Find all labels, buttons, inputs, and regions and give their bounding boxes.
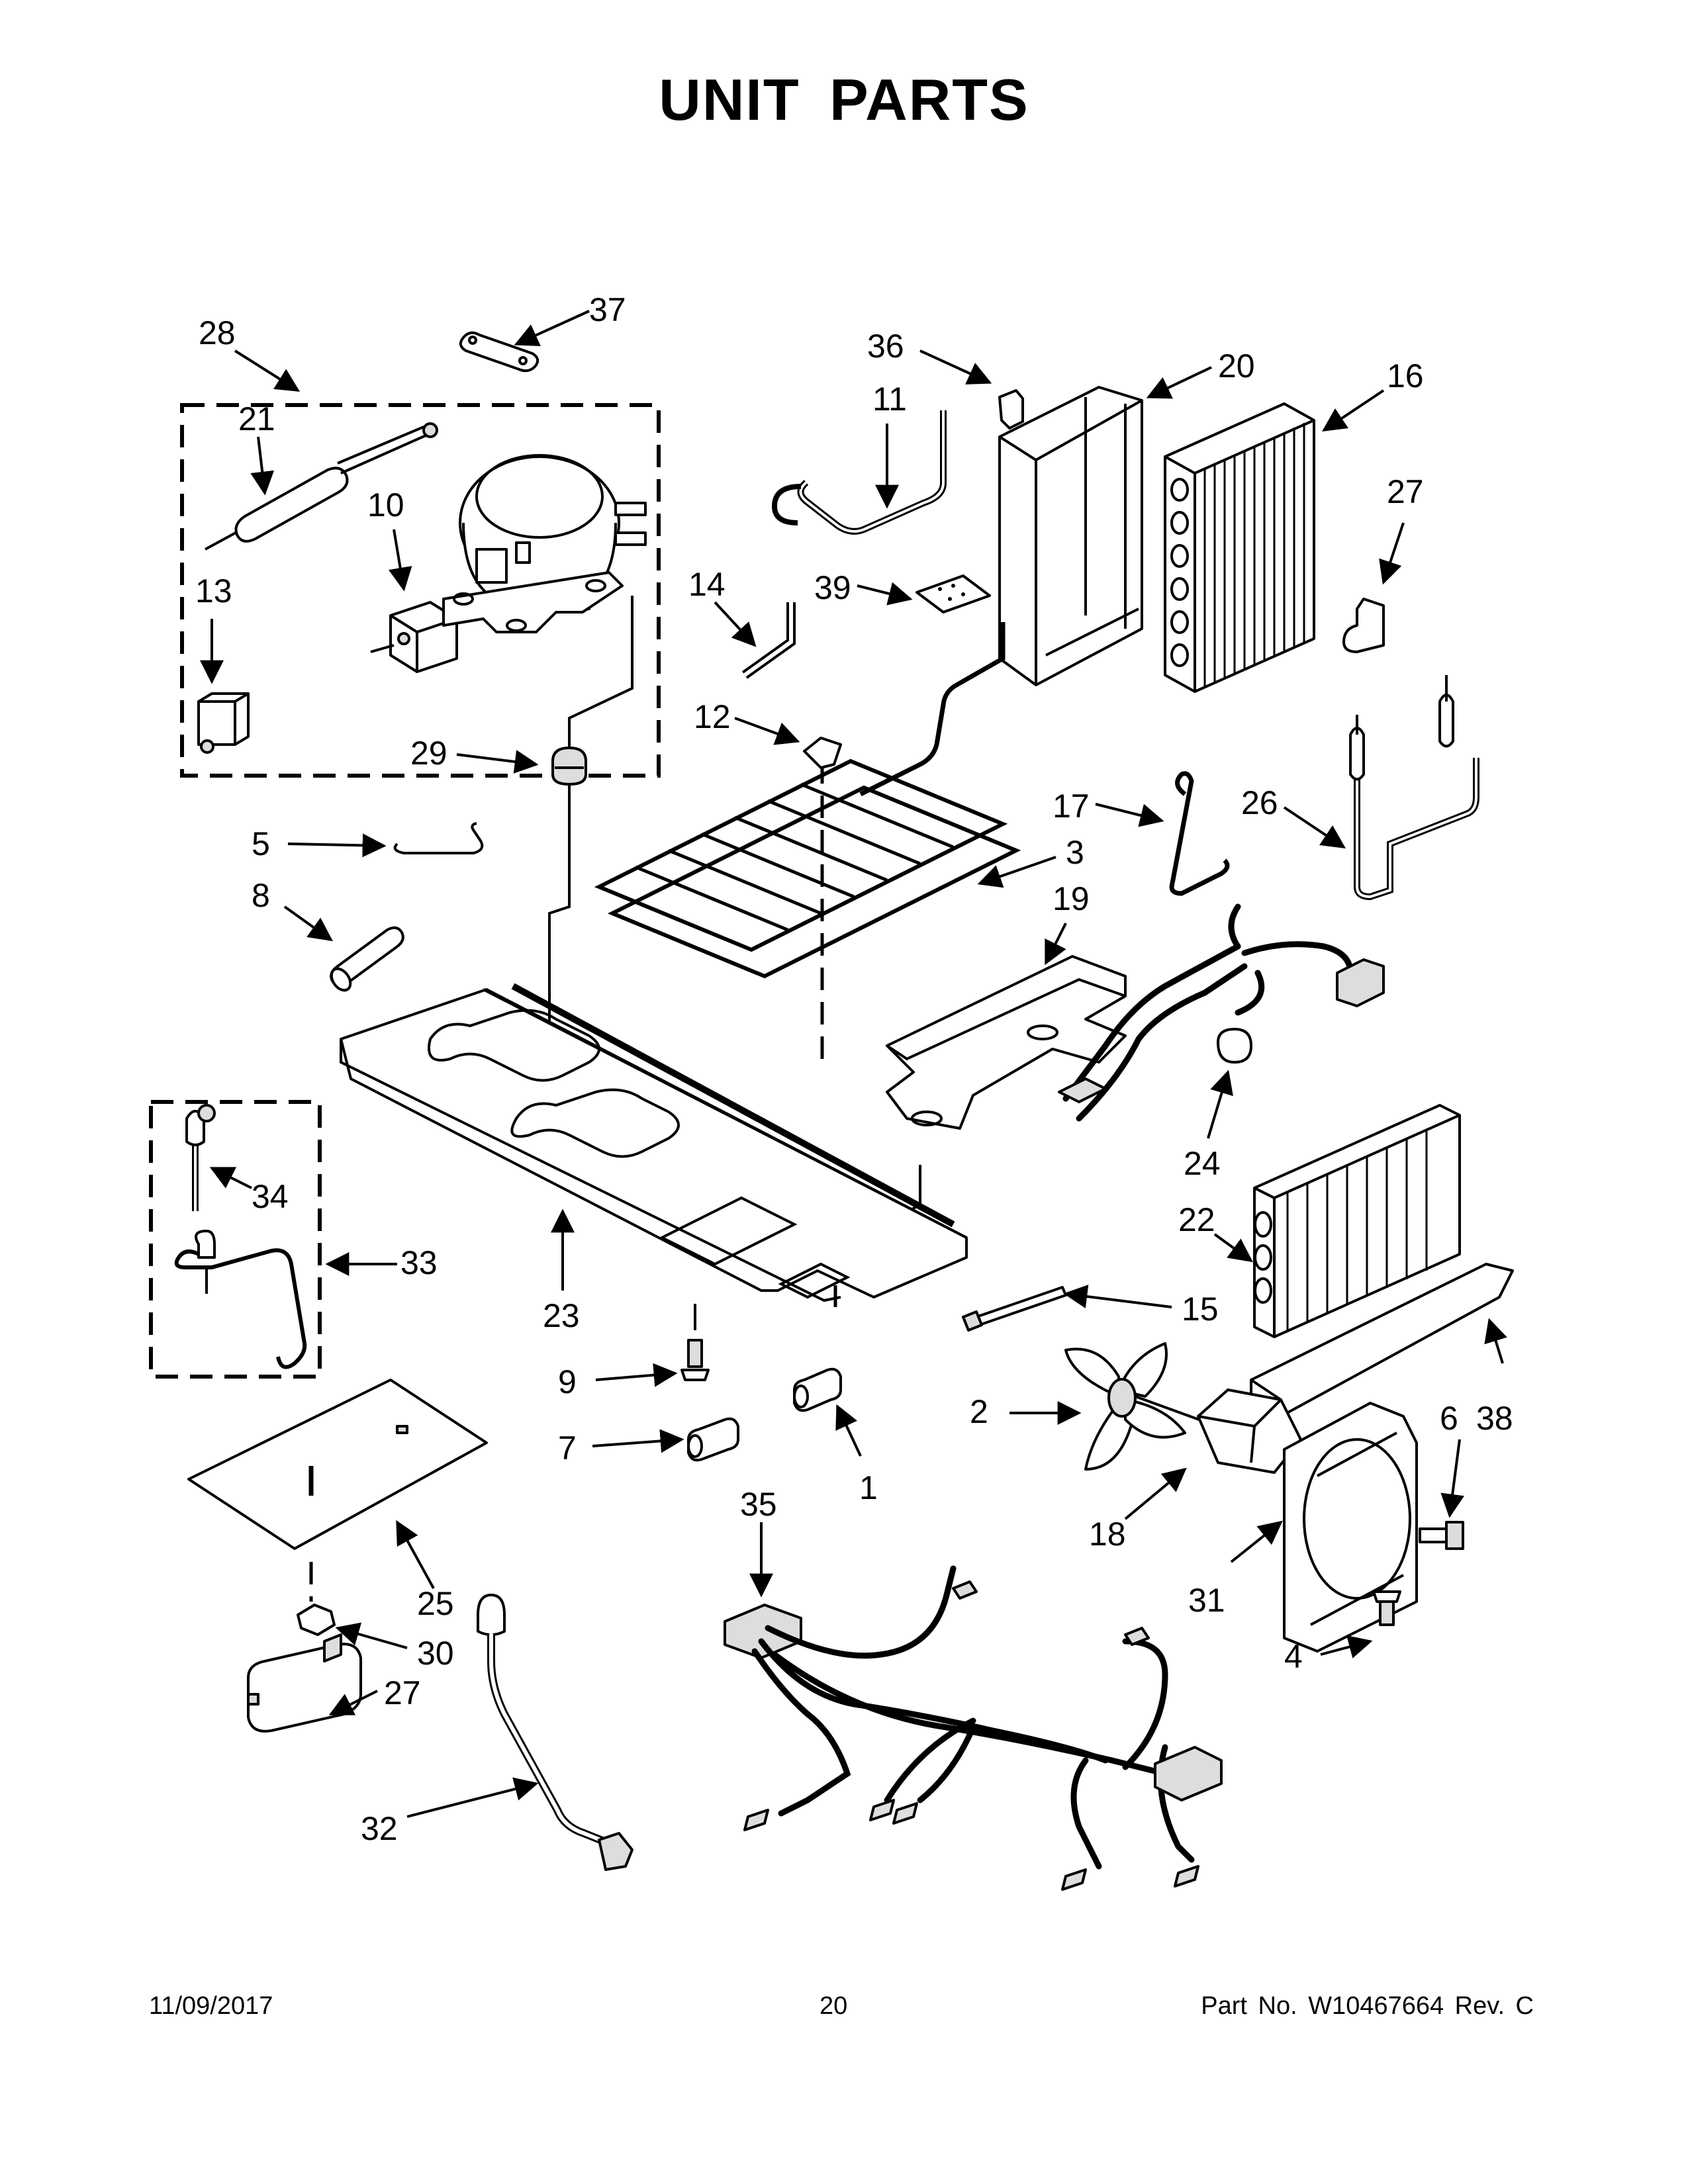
callout-22: 22 <box>1178 1201 1215 1238</box>
callout-15: 15 <box>1182 1291 1219 1328</box>
part-wire-hanger <box>1169 771 1230 896</box>
part-clip <box>998 389 1024 430</box>
part-wiring-harness-lower <box>724 1565 1223 1891</box>
callout-10: 10 <box>367 486 404 523</box>
callout-13: 13 <box>195 572 232 610</box>
callout-32: 32 <box>361 1810 398 1847</box>
part-drain-pan <box>886 955 1127 1130</box>
drain-heater-group-box <box>149 1100 322 1379</box>
footer-page-number: 20 <box>820 1992 848 2020</box>
part-base-plate <box>340 983 968 1302</box>
callout-23: 23 <box>543 1297 580 1334</box>
callout-28: 28 <box>199 314 236 351</box>
callout-1: 1 <box>859 1469 878 1506</box>
callout-19: 19 <box>1053 880 1090 917</box>
part-bushing-7 <box>687 1417 739 1462</box>
callout-6: 6 <box>1440 1400 1458 1437</box>
part-heater-rack <box>594 622 1021 979</box>
callout-9: 9 <box>558 1363 577 1400</box>
part-control-box <box>247 1633 362 1733</box>
callout-33: 33 <box>400 1244 438 1281</box>
callout-11: 11 <box>872 381 907 418</box>
callout-27-lower: 27 <box>384 1674 421 1711</box>
part-compressor <box>442 454 647 633</box>
callout-31: 31 <box>1188 1582 1225 1619</box>
callout-16: 16 <box>1387 357 1424 394</box>
part-power-cord <box>477 1594 633 1871</box>
callout-12: 12 <box>694 698 731 735</box>
part-sleeve <box>330 926 404 992</box>
callout-26: 26 <box>1241 784 1278 821</box>
callout-2: 2 <box>970 1393 988 1430</box>
callout-14: 14 <box>688 566 726 603</box>
part-overload-protector <box>197 692 250 754</box>
compressor-group-box <box>180 403 661 778</box>
callout-labels: 1 2 3 4 5 6 7 8 9 10 11 12 13 14 15 16 1… <box>195 291 1513 1847</box>
callout-25: 25 <box>417 1585 454 1622</box>
callout-35: 35 <box>740 1486 777 1523</box>
part-bushing-1 <box>793 1367 842 1412</box>
part-pad <box>915 574 991 614</box>
part-tube <box>771 409 947 535</box>
footer-part-number: Part No. W10467664 Rev. C <box>1201 1992 1534 2020</box>
callout-21: 21 <box>238 400 275 437</box>
leader-lines <box>200 310 1507 1818</box>
part-grommet <box>551 747 587 786</box>
part-tube-short <box>741 600 796 679</box>
part-filter-drier <box>205 422 438 551</box>
part-screw-9 <box>680 1339 710 1381</box>
part-start-relay <box>370 601 458 673</box>
callout-30: 30 <box>417 1635 454 1672</box>
part-clip-30 <box>297 1604 336 1636</box>
callout-27-upper: 27 <box>1387 473 1424 510</box>
part-capillary-tube <box>1349 675 1479 901</box>
part-insulation-pad <box>187 1379 488 1550</box>
footer-date: 11/09/2017 <box>149 1992 273 2020</box>
part-cable-tie <box>962 1286 1067 1332</box>
part-heater-stem <box>185 1104 216 1212</box>
callout-7: 7 <box>558 1430 577 1467</box>
part-wiring-harness-upper <box>1058 903 1385 1122</box>
callout-37: 37 <box>589 291 626 328</box>
part-strap <box>459 331 539 373</box>
callout-5: 5 <box>252 825 270 862</box>
callout-3: 3 <box>1066 834 1084 871</box>
callout-39: 39 <box>814 569 851 606</box>
callout-38: 38 <box>1476 1400 1513 1437</box>
part-clip-small <box>803 737 842 769</box>
part-fan-blade <box>1064 1342 1186 1471</box>
part-fan-motor <box>1135 1388 1302 1474</box>
part-fan-shroud <box>1283 1402 1418 1653</box>
part-evaporator <box>1164 402 1315 693</box>
part-clamp-upper <box>1342 598 1385 653</box>
page-title: UNIT PARTS <box>659 67 1029 132</box>
callout-29: 29 <box>410 735 447 772</box>
part-evaporator-cover <box>998 386 1143 686</box>
callout-36: 36 <box>867 328 904 365</box>
part-screw-4 <box>1372 1590 1401 1626</box>
callout-34: 34 <box>252 1178 289 1215</box>
part-drain-heater <box>174 1230 307 1369</box>
part-wire-clip <box>393 822 484 854</box>
part-screw-6 <box>1419 1521 1464 1550</box>
callout-24: 24 <box>1184 1145 1221 1182</box>
callout-17: 17 <box>1053 788 1090 825</box>
callout-4: 4 <box>1284 1638 1303 1675</box>
callout-8: 8 <box>252 877 270 914</box>
part-condenser <box>1253 1104 1461 1338</box>
callout-18: 18 <box>1089 1516 1126 1553</box>
callout-20: 20 <box>1218 347 1255 385</box>
